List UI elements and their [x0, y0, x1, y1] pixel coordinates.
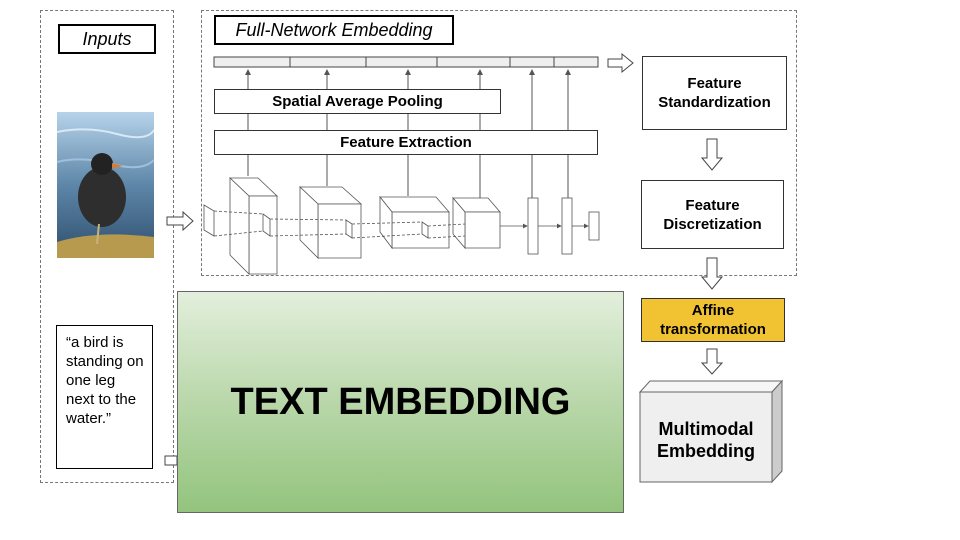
affine-transformation-box: Affine transformation — [641, 298, 785, 342]
inputs-label: Inputs — [58, 24, 156, 54]
bird-photo — [57, 112, 154, 258]
full-network-embedding-label: Full-Network Embedding — [214, 15, 454, 45]
pooling-arrows — [245, 69, 571, 198]
caption-text: “a bird is standing on one leg next to t… — [56, 325, 153, 469]
multimodal-embedding-label: Multimodal Embedding — [657, 419, 755, 461]
text-embedding-box: TEXT EMBEDDING — [177, 291, 624, 513]
full-network-embedding-group — [201, 10, 797, 276]
feature-vector — [213, 56, 599, 68]
feature-standardization-box: Feature Standardization — [642, 56, 787, 130]
spatial-average-pooling-box: Spatial Average Pooling — [214, 89, 501, 114]
cnn-layers — [203, 177, 600, 275]
feature-extraction-box: Feature Extraction — [214, 130, 598, 155]
multimodal-cube — [638, 379, 784, 484]
feature-discretization-box: Feature Discretization — [641, 180, 784, 249]
inputs-group — [40, 10, 174, 483]
flow-arrows — [164, 52, 724, 466]
